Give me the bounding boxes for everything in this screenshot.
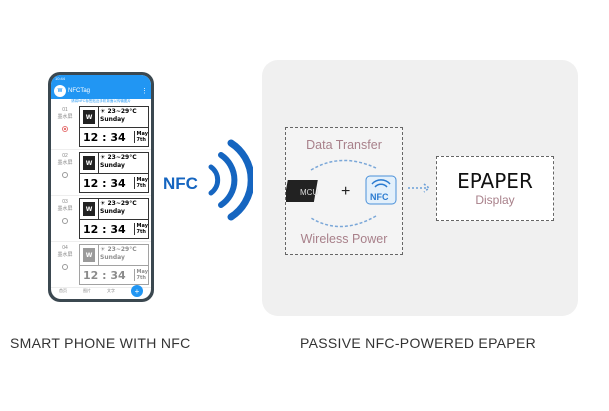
nav-image[interactable]: 图片 <box>83 288 91 293</box>
radio-button[interactable] <box>62 218 68 224</box>
waveshare-logo: W <box>83 156 95 170</box>
display-label: Display <box>475 193 515 207</box>
arrow-right-icon <box>408 183 431 193</box>
nfc-chip-icon: NFC <box>365 175 397 205</box>
transfer-arrow <box>310 159 377 171</box>
time-text: 12 : 34 <box>83 176 126 190</box>
caption-phone: SMART PHONE WITH NFC <box>10 335 191 351</box>
epaper-title: EPAPER <box>457 169 533 193</box>
svg-text:MCU: MCU <box>300 188 318 197</box>
status-bar: 10:44 <box>51 75 151 83</box>
radio-button[interactable] <box>62 126 68 132</box>
nfc-module-box: Data Transfer MCU + NFC Wireless Power <box>285 127 403 255</box>
data-transfer-label: Data Transfer <box>306 138 382 152</box>
waveshare-logo: W <box>83 110 95 124</box>
time-text: 12 : 34 <box>83 130 126 144</box>
time-text: 12 : 34 <box>83 222 126 236</box>
nfc-waves-icon: NFC <box>163 139 253 221</box>
radio-button[interactable] <box>62 172 68 178</box>
epaper-display-box: EPAPER Display <box>436 156 554 221</box>
wireless-power-label: Wireless Power <box>300 232 388 246</box>
app-title: NFCTag <box>68 88 91 94</box>
nav-home[interactable]: 首页 <box>59 288 67 293</box>
notice-text: 请将NFC标签贴近手机背面以传输图片 <box>71 99 131 103</box>
module-diagram: MCU + NFC <box>286 159 397 228</box>
waveshare-logo: W <box>83 248 95 262</box>
plus-sign: + <box>341 183 350 200</box>
waveshare-logo: W <box>83 202 95 216</box>
time-text: 12 : 34 <box>83 268 126 282</box>
power-arrow <box>310 215 377 228</box>
menu-icon[interactable]: ⋮ <box>141 88 148 95</box>
mcu-chip-icon: MCU <box>286 180 318 202</box>
app-bar: W NFCTag ⋮ <box>51 83 151 99</box>
bottom-nav: 首页 图片 文字 + <box>51 283 151 299</box>
app-logo: W <box>54 85 66 97</box>
svg-text:NFC: NFC <box>370 192 389 202</box>
caption-epaper: PASSIVE NFC-POWERED EPAPER <box>300 335 536 351</box>
add-button[interactable]: + <box>131 285 143 297</box>
nav-text[interactable]: 文字 <box>107 288 115 293</box>
radio-button[interactable] <box>62 264 68 270</box>
nfc-label: NFC <box>163 174 198 193</box>
